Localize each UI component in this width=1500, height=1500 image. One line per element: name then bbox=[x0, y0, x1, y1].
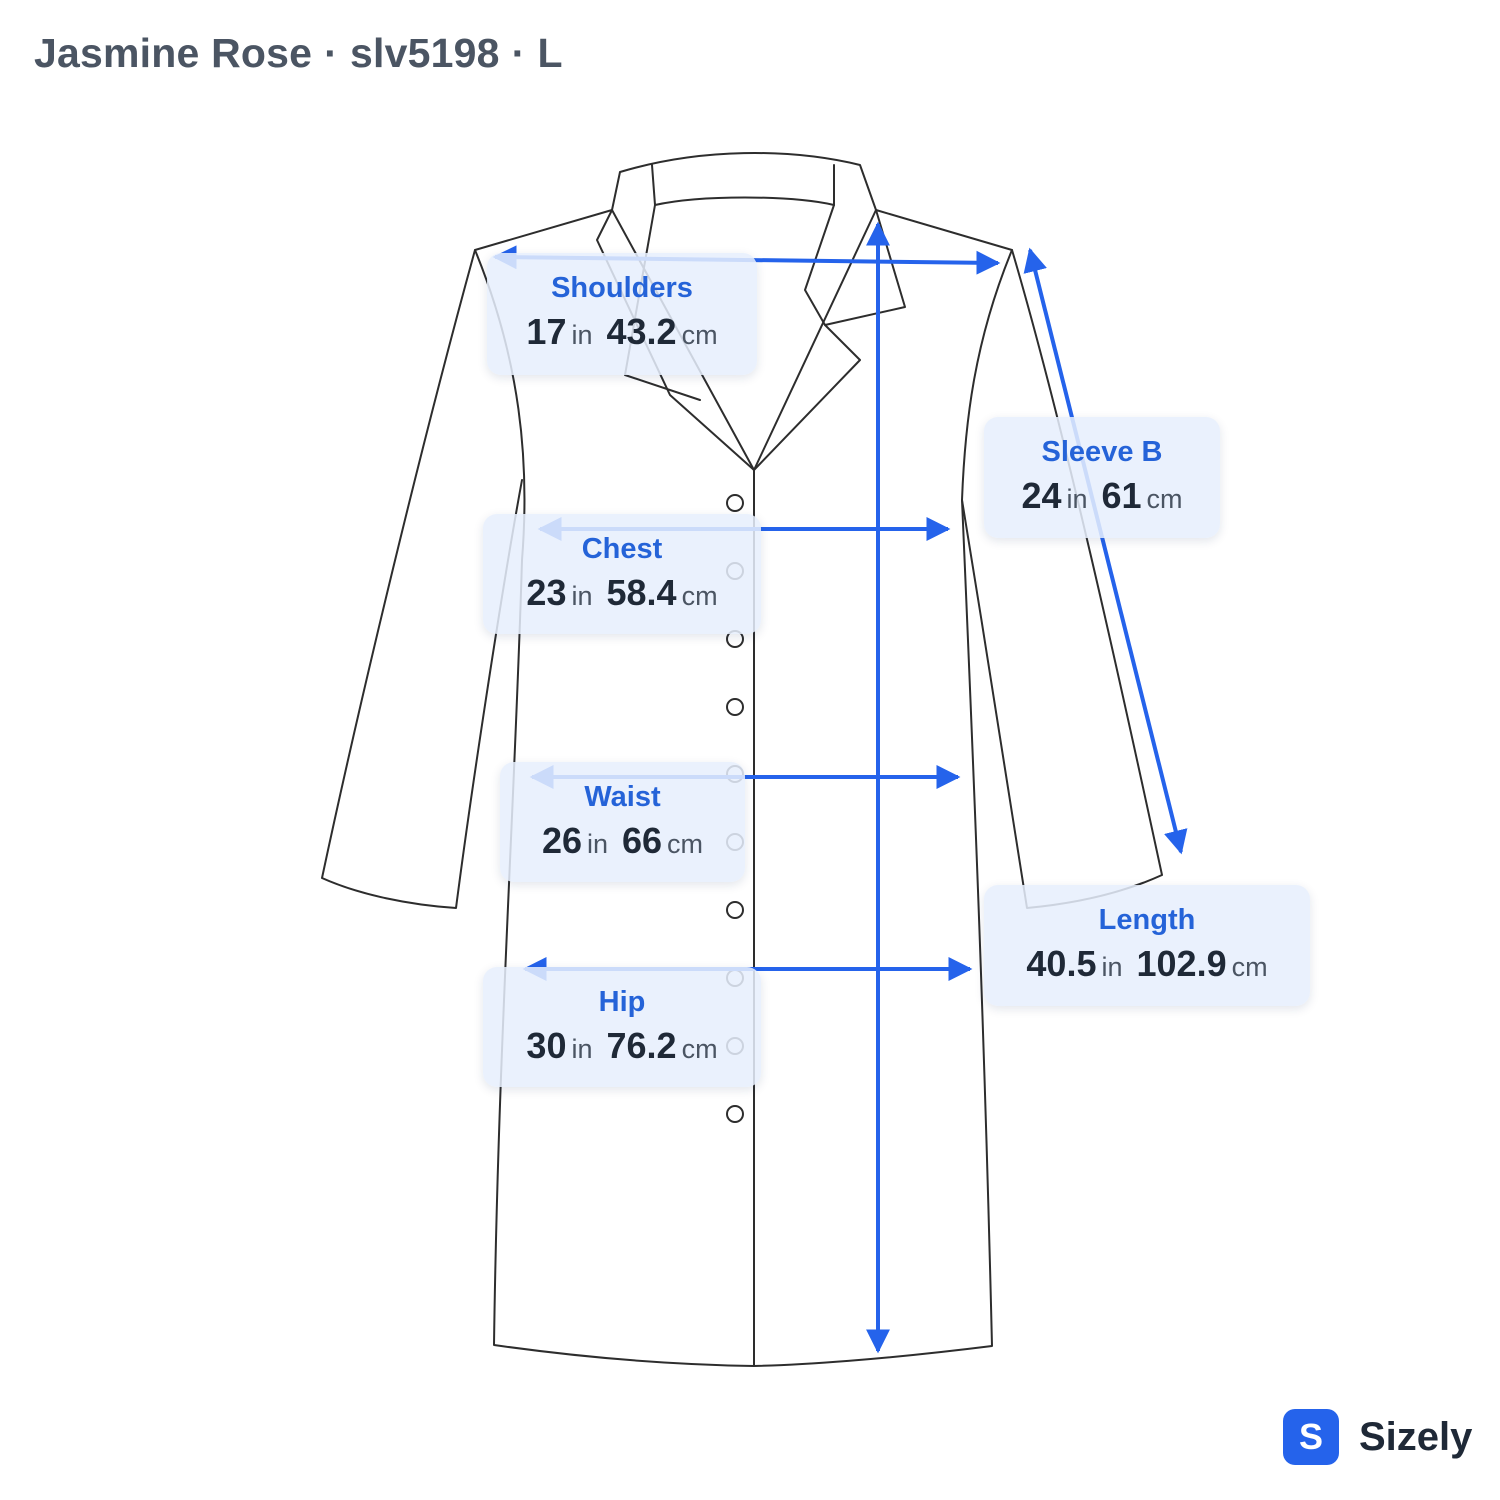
unit-cm: cm bbox=[667, 829, 704, 859]
unit-cm: cm bbox=[1231, 952, 1268, 982]
unit-inches: in bbox=[586, 829, 608, 859]
coat-body-left bbox=[474, 209, 755, 1367]
value-cm: 43.2 bbox=[606, 311, 677, 352]
coat-outline bbox=[321, 152, 1163, 1367]
coat-body-right bbox=[753, 209, 1013, 1367]
lapel-right bbox=[804, 204, 906, 326]
sizely-logo: S Sizely bbox=[1283, 1409, 1472, 1465]
coat-sleeve-left bbox=[321, 249, 523, 909]
value-inches: 24 bbox=[1021, 475, 1062, 516]
unit-inches: in bbox=[571, 1034, 593, 1064]
button bbox=[726, 698, 744, 716]
title-separator: · bbox=[324, 30, 339, 76]
value-cm: 76.2 bbox=[606, 1025, 677, 1066]
unit-cm: cm bbox=[1146, 484, 1183, 514]
unit-inches: in bbox=[1066, 484, 1088, 514]
measurement-label: Hip bbox=[598, 986, 646, 1018]
value-inches: 40.5 bbox=[1026, 943, 1097, 984]
value-cm: 58.4 bbox=[606, 572, 677, 613]
unit-inches: in bbox=[1101, 952, 1123, 982]
measurement-label: Length bbox=[1098, 904, 1196, 936]
page-title: Jasmine Rose·slv5198·L bbox=[34, 30, 563, 77]
title-separator: · bbox=[511, 30, 526, 76]
measurement-label: Shoulders bbox=[551, 272, 693, 304]
measurement-label: Sleeve B bbox=[1041, 436, 1163, 468]
sleeve-arrow bbox=[1023, 247, 1188, 855]
lapel-right-notch bbox=[753, 324, 861, 471]
button bbox=[726, 901, 744, 919]
unit-inches: in bbox=[571, 320, 593, 350]
button bbox=[726, 1105, 744, 1123]
value-cm: 66 bbox=[622, 820, 663, 861]
measurement-label: Chest bbox=[581, 533, 663, 565]
sizely-logo-text: Sizely bbox=[1359, 1414, 1473, 1459]
unit-cm: cm bbox=[681, 320, 718, 350]
button bbox=[726, 494, 744, 512]
unit-inches: in bbox=[571, 581, 593, 611]
collar-stand bbox=[651, 164, 835, 206]
unit-cm: cm bbox=[681, 581, 718, 611]
sizely-logo-icon: S bbox=[1283, 1409, 1339, 1465]
value-cm: 61 bbox=[1101, 475, 1142, 516]
unit-cm: cm bbox=[681, 1034, 718, 1064]
brand-name: Jasmine Rose bbox=[34, 30, 313, 76]
style-code: slv5198 bbox=[350, 30, 500, 76]
coat-sleeve-right bbox=[961, 249, 1163, 909]
coat-collar bbox=[611, 152, 877, 211]
value-cm: 102.9 bbox=[1136, 943, 1227, 984]
value-inches: 26 bbox=[541, 820, 582, 861]
value-inches: 17 bbox=[526, 311, 567, 352]
measurement-label: Waist bbox=[584, 781, 661, 813]
value-inches: 30 bbox=[526, 1025, 567, 1066]
size-label: L bbox=[537, 30, 563, 76]
value-inches: 23 bbox=[526, 572, 567, 613]
